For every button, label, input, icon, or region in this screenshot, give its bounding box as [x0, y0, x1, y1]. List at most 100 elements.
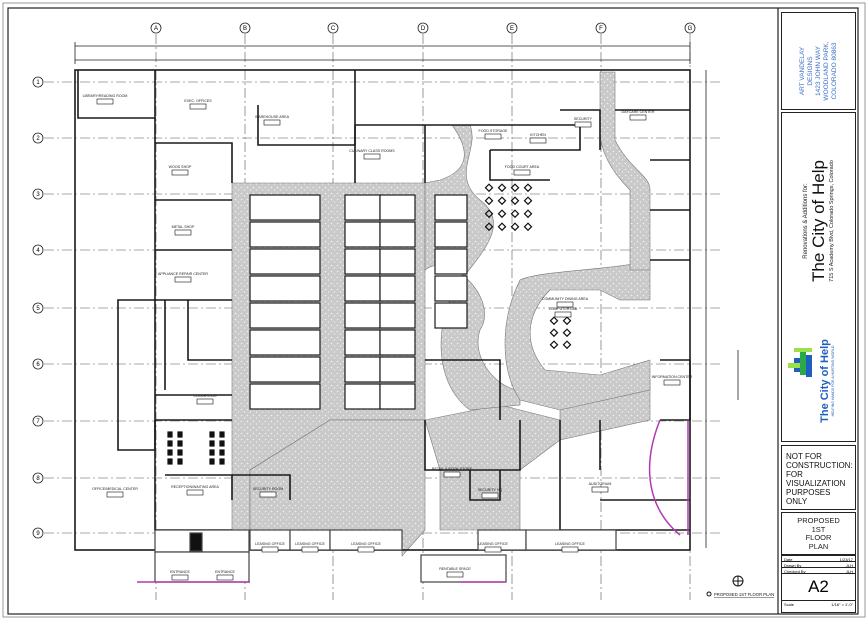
room-label: LEASING OFFICE	[255, 542, 285, 546]
table	[562, 328, 572, 338]
table	[510, 183, 520, 193]
sheet-title-line: 1ST	[811, 524, 826, 534]
room-tag	[481, 492, 499, 499]
grid-bubble	[417, 22, 429, 34]
grid-label: E	[510, 26, 514, 32]
north-arrow-icon	[732, 575, 744, 587]
table	[510, 222, 520, 232]
sheet-title-line: PLAN	[808, 541, 829, 551]
grid-label: 8	[36, 476, 40, 482]
desk	[167, 431, 173, 438]
room-tag	[357, 546, 375, 553]
room-tag	[174, 276, 192, 283]
construction-notice: NOT FOR CONSTRUCTION: FOR VISUALIZATION …	[781, 445, 856, 510]
classroom	[249, 356, 321, 383]
classroom	[344, 302, 381, 329]
grid-bubble	[32, 358, 44, 370]
desk	[209, 458, 215, 465]
food-court-tables	[167, 183, 572, 465]
room-label: CULINARY CLASS ROOMS	[349, 149, 395, 153]
desk	[177, 449, 183, 456]
sheet-title-line: FLOOR	[805, 533, 832, 542]
meta-label: Scale	[784, 602, 795, 607]
leasing-strip	[154, 529, 617, 583]
desk	[209, 431, 215, 438]
classroom	[249, 302, 321, 329]
grid-bubble	[150, 22, 162, 34]
desk	[167, 458, 173, 465]
table	[484, 183, 494, 193]
project-title-group: Renovations & Additions for: The City of…	[803, 96, 835, 346]
grid-label: A	[154, 26, 158, 32]
table	[484, 222, 494, 232]
classroom	[379, 194, 416, 221]
room-label: KITCHEN	[530, 133, 546, 137]
desk	[167, 449, 173, 456]
grid-label: F	[599, 26, 603, 32]
classroom	[434, 275, 468, 302]
table	[549, 328, 559, 338]
room-tag	[663, 379, 681, 386]
project-block: Renovations & Additions for: The City of…	[781, 112, 856, 442]
room-label: WOOD SHOP	[169, 165, 192, 169]
grid-label: 7	[36, 419, 40, 425]
table	[549, 340, 559, 350]
property-line	[137, 419, 689, 583]
room-tag	[484, 546, 502, 553]
classroom	[379, 302, 416, 329]
meta-label: Drawn By	[784, 563, 802, 568]
sheet-title-line: PROPOSED	[797, 516, 840, 525]
room-tag	[363, 153, 381, 160]
meta-drawn-by: Drawn By JLH	[782, 562, 855, 568]
room-label: DAYCARE CENTER	[622, 110, 655, 114]
room-tag	[561, 546, 579, 553]
room-tag	[513, 169, 531, 176]
room-tag	[196, 398, 214, 405]
room-tag	[171, 574, 189, 581]
grid-label: D	[421, 26, 426, 32]
table	[510, 196, 520, 206]
room-label: SECURITY ROOM	[253, 487, 283, 491]
grid-bubble	[595, 22, 607, 34]
classroom	[379, 221, 416, 248]
room-tag	[443, 471, 461, 478]
grid-bubble	[32, 132, 44, 144]
room-label: FOOD COURT AREA	[505, 165, 540, 169]
room-tag	[261, 546, 279, 553]
grid-bubble	[506, 22, 518, 34]
table	[562, 316, 572, 326]
desk	[167, 440, 173, 447]
table	[497, 222, 507, 232]
room-tag	[186, 489, 204, 496]
classroom	[434, 221, 468, 248]
desk	[219, 449, 225, 456]
room-tag	[556, 301, 574, 308]
grid-bubble	[32, 302, 44, 314]
grid-label: B	[243, 26, 247, 32]
room-label: ENTRANCE	[215, 570, 235, 574]
classroom	[249, 329, 321, 356]
room-label: INFORMATION CENTER	[652, 375, 693, 379]
table	[523, 222, 533, 232]
desk	[219, 431, 225, 438]
table	[523, 209, 533, 219]
room-tag	[216, 574, 234, 581]
classroom-blocks	[249, 194, 468, 410]
room-label: SECURITY	[574, 117, 593, 121]
room-label: SECURITY HQ	[478, 488, 503, 492]
logo-name: The City of Help	[819, 339, 831, 423]
classroom	[434, 248, 468, 275]
grid-bubble	[239, 22, 251, 34]
grid-bubble	[32, 472, 44, 484]
room-label: APPLIANCE REPAIR CENTER	[158, 272, 208, 276]
desk	[177, 440, 183, 447]
classroom	[434, 302, 468, 329]
classroom	[344, 329, 381, 356]
table	[497, 196, 507, 206]
room-tag	[171, 169, 189, 176]
table	[523, 183, 533, 193]
meta-value: JLH	[845, 563, 853, 568]
table	[484, 196, 494, 206]
